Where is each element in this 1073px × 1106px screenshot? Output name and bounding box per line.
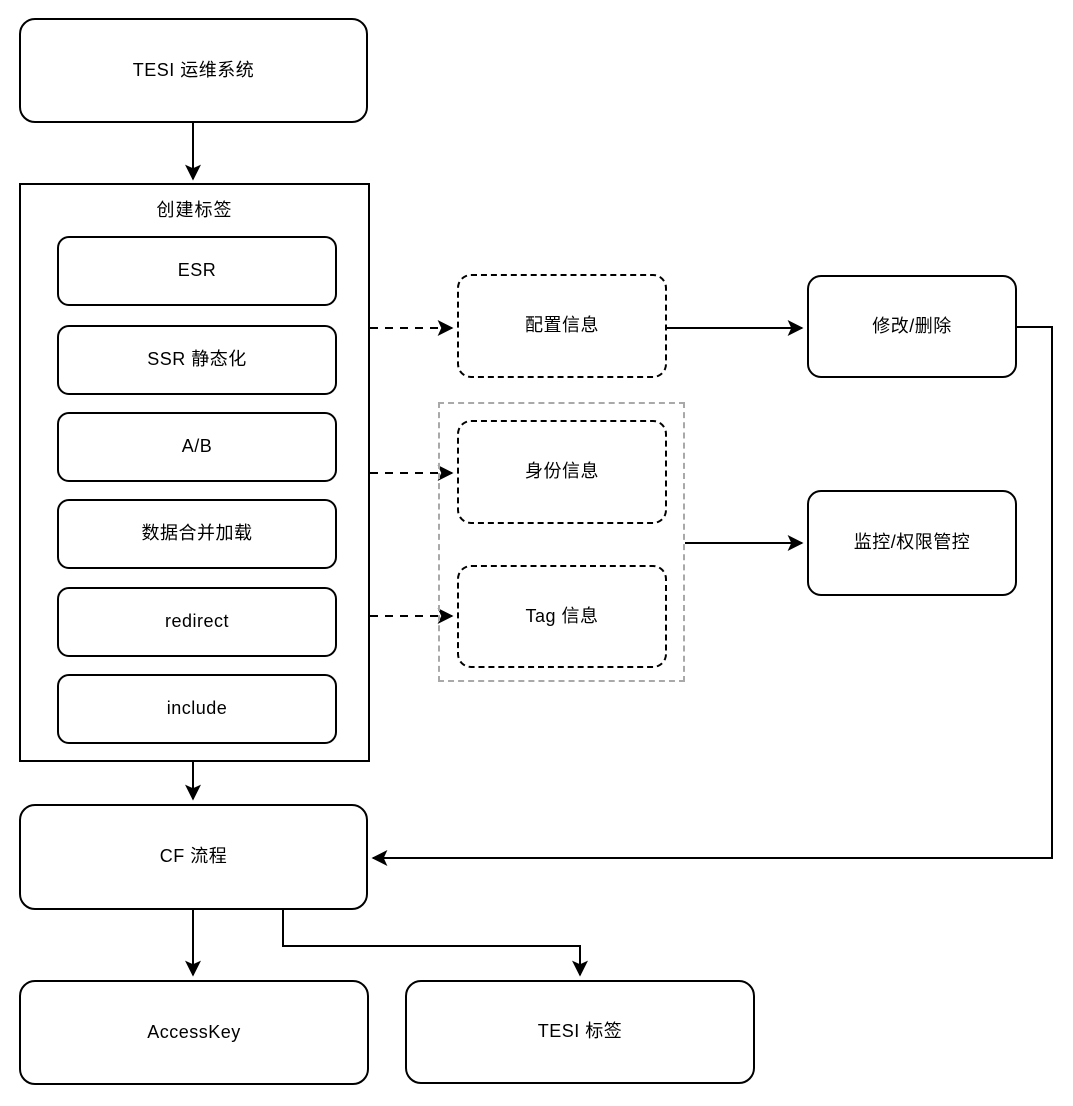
node-monitor-control-label: 监控/权限管控 — [853, 532, 971, 553]
node-tag-info-label: Tag 信息 — [525, 605, 599, 626]
node-identity-info: 身份信息 — [457, 420, 667, 524]
node-redirect-label: redirect — [164, 611, 230, 632]
edge-cf-to-tesitag — [282, 910, 588, 977]
node-data-merge-label: 数据合并加载 — [141, 523, 253, 544]
node-tesi-ops: TESI 运维系统 — [19, 18, 368, 123]
node-ab-label: A/B — [181, 436, 213, 457]
node-modify-delete: 修改/删除 — [807, 275, 1017, 378]
node-access-key: AccessKey — [19, 980, 369, 1085]
node-data-merge: 数据合并加载 — [57, 499, 337, 569]
node-include: include — [57, 674, 337, 744]
node-modify-delete-label: 修改/删除 — [872, 315, 952, 336]
node-include-label: include — [166, 698, 228, 719]
node-identity-info-label: 身份信息 — [525, 461, 599, 482]
node-esr: ESR — [57, 236, 337, 306]
group-create-tag: 创建标签 ESR SSR 静态化 A/B 数据合并加载 redirect inc… — [19, 183, 370, 762]
node-cf-flow-label: CF 流程 — [159, 846, 228, 867]
node-tag-info: Tag 信息 — [457, 565, 667, 668]
node-ssr-label: SSR 静态化 — [147, 349, 247, 370]
group-identity-tag: 身份信息 Tag 信息 — [438, 402, 685, 682]
node-config-info: 配置信息 — [457, 274, 667, 378]
node-esr-label: ESR — [177, 260, 217, 281]
edge-modify-to-cf — [371, 326, 1053, 866]
node-ab: A/B — [57, 412, 337, 482]
node-tesi-ops-label: TESI 运维系统 — [132, 59, 255, 80]
node-redirect: redirect — [57, 587, 337, 657]
group-create-tag-label: 创建标签 — [156, 200, 233, 220]
node-ssr: SSR 静态化 — [57, 325, 337, 395]
node-tesi-tag: TESI 标签 — [405, 980, 755, 1084]
node-monitor-control: 监控/权限管控 — [807, 490, 1017, 596]
node-access-key-label: AccessKey — [147, 1021, 241, 1042]
node-tesi-tag-label: TESI 标签 — [537, 1021, 623, 1042]
node-cf-flow: CF 流程 — [19, 804, 368, 910]
node-config-info-label: 配置信息 — [525, 315, 599, 336]
